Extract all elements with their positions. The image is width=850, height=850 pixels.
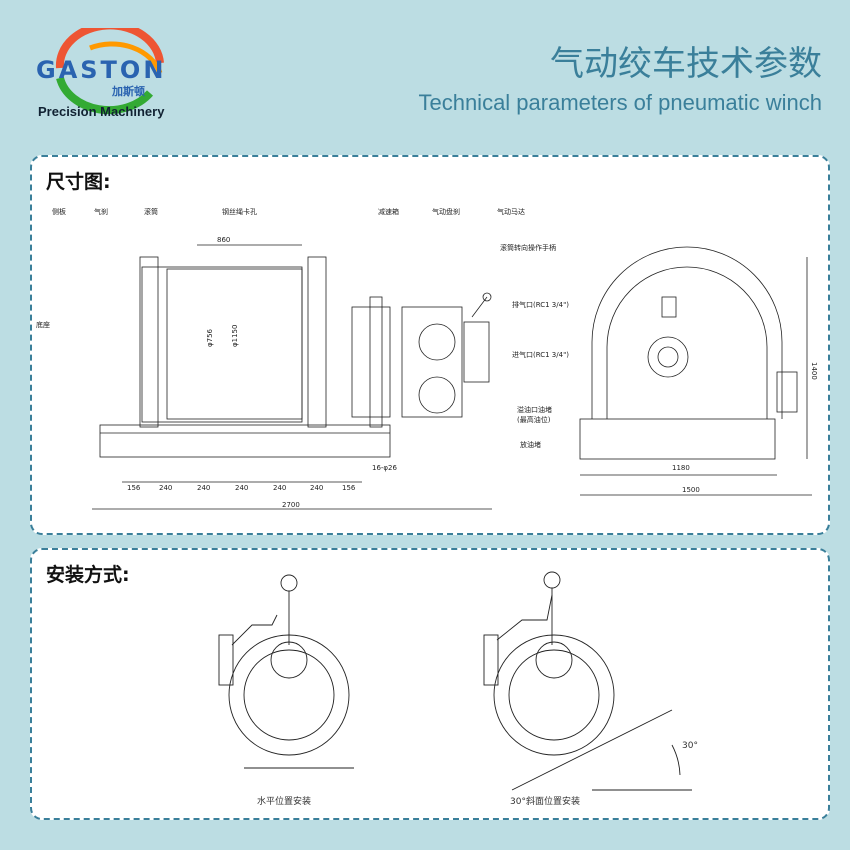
brand-name: GASTON xyxy=(36,56,167,84)
page-subtitle: Technical parameters of pneumatic winch xyxy=(418,90,822,115)
dim-spacing: 240 xyxy=(273,484,286,492)
dim-spacing: 156 xyxy=(342,484,356,492)
panel-title: 安装方式: xyxy=(46,564,130,586)
dim-1150: φ1150 xyxy=(231,325,239,347)
dim-holes: 16-φ26 xyxy=(372,464,398,472)
label-overflow-2: (最高油位) xyxy=(517,415,551,424)
horizontal-mount xyxy=(218,574,354,769)
side-view xyxy=(92,244,492,510)
dim-1500: 1500 xyxy=(682,486,700,494)
dimension-panel: 尺寸图: 侧板 气刹 滚筒 钢丝绳卡孔 减速箱 气动盘刹 气动马达 滚筒转向操作… xyxy=(30,155,830,535)
end-view xyxy=(579,246,812,496)
page-title: 气动绞车技术参数 xyxy=(550,44,822,84)
label-exhaust: 排气口(RC1 3/4") xyxy=(512,300,569,309)
incline-mount xyxy=(483,571,692,791)
incline-mount-label: 30°斜面位置安装 xyxy=(510,795,580,807)
brand-cn: 加斯顿 xyxy=(112,85,145,98)
label-base: 底座 xyxy=(36,320,50,329)
label-drum: 滚筒 xyxy=(144,207,158,216)
angle-label: 30° xyxy=(682,741,698,751)
horizontal-mount-label: 水平位置安装 xyxy=(257,795,311,807)
label-handle: 滚筒转向操作手柄 xyxy=(500,243,556,252)
label-air-motor: 气动马达 xyxy=(497,207,525,216)
label-side-plate: 侧板 xyxy=(52,207,66,216)
installation-panel: 安装方式: 水平位置安装 30°斜面位置安装 30° xyxy=(30,548,830,820)
dim-756: φ756 xyxy=(206,328,214,347)
label-rope-hole: 钢丝绳卡孔 xyxy=(222,207,257,216)
label-disc-brake: 气动盘刹 xyxy=(432,207,460,216)
label-overflow: 溢油口油堵 xyxy=(517,405,552,414)
dim-860: 860 xyxy=(217,236,230,244)
label-air-brake: 气刹 xyxy=(94,207,108,216)
dimension-drawing: 侧板 气刹 滚筒 钢丝绳卡孔 减速箱 气动盘刹 气动马达 滚筒转向操作手柄 排气… xyxy=(36,207,818,510)
label-drain: 放油堵 xyxy=(520,440,541,449)
dim-spacing: 240 xyxy=(197,484,210,492)
dim-spacing: 240 xyxy=(235,484,248,492)
brand-sub: Precision Machinery xyxy=(38,104,165,119)
panel-title: 尺寸图: xyxy=(46,171,111,193)
dim-1400: 1400 xyxy=(810,362,818,380)
dim-total: 2700 xyxy=(282,501,300,509)
dim-spacing: 240 xyxy=(159,484,172,492)
label-gearbox: 减速箱 xyxy=(378,207,399,216)
dim-1180: 1180 xyxy=(672,464,690,472)
dim-spacing: 156 xyxy=(127,484,141,492)
label-inlet: 进气口(RC1 3/4") xyxy=(512,350,569,359)
dim-spacing: 240 xyxy=(310,484,323,492)
installation-drawing: 水平位置安装 30°斜面位置安装 30° xyxy=(218,571,698,807)
